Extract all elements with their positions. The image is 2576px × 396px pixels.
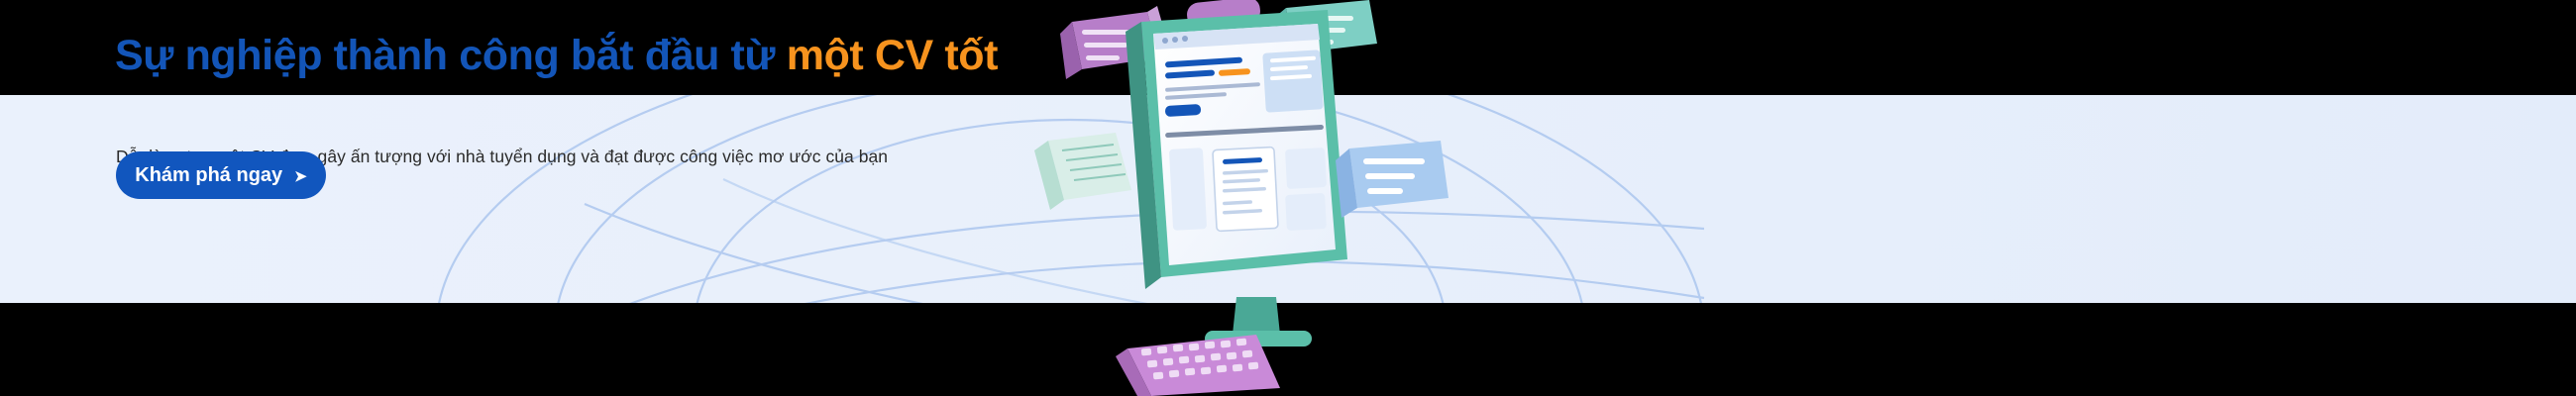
page-title: Sự nghiệp thành công bắt đầu từ một CV t…: [115, 32, 999, 79]
globe-wireframe-graphic: [438, 95, 1705, 303]
purple-bar-icon: [1187, 0, 1260, 29]
headline-blue-text: Sự nghiệp thành công bắt đầu từ: [115, 32, 787, 79]
explore-now-label: Khám phá ngay: [135, 163, 283, 186]
headline-orange-text: một CV tốt: [786, 32, 999, 79]
banner-panel: [0, 95, 2576, 303]
explore-now-button[interactable]: Khám phá ngay ➤: [116, 151, 326, 199]
arrow-right-icon: ➤: [294, 167, 307, 185]
chat-bubble-purple-icon: [1060, 6, 1169, 79]
chat-bubble-teal-icon: [1274, 0, 1377, 61]
keyboard-icon: [1116, 335, 1280, 396]
